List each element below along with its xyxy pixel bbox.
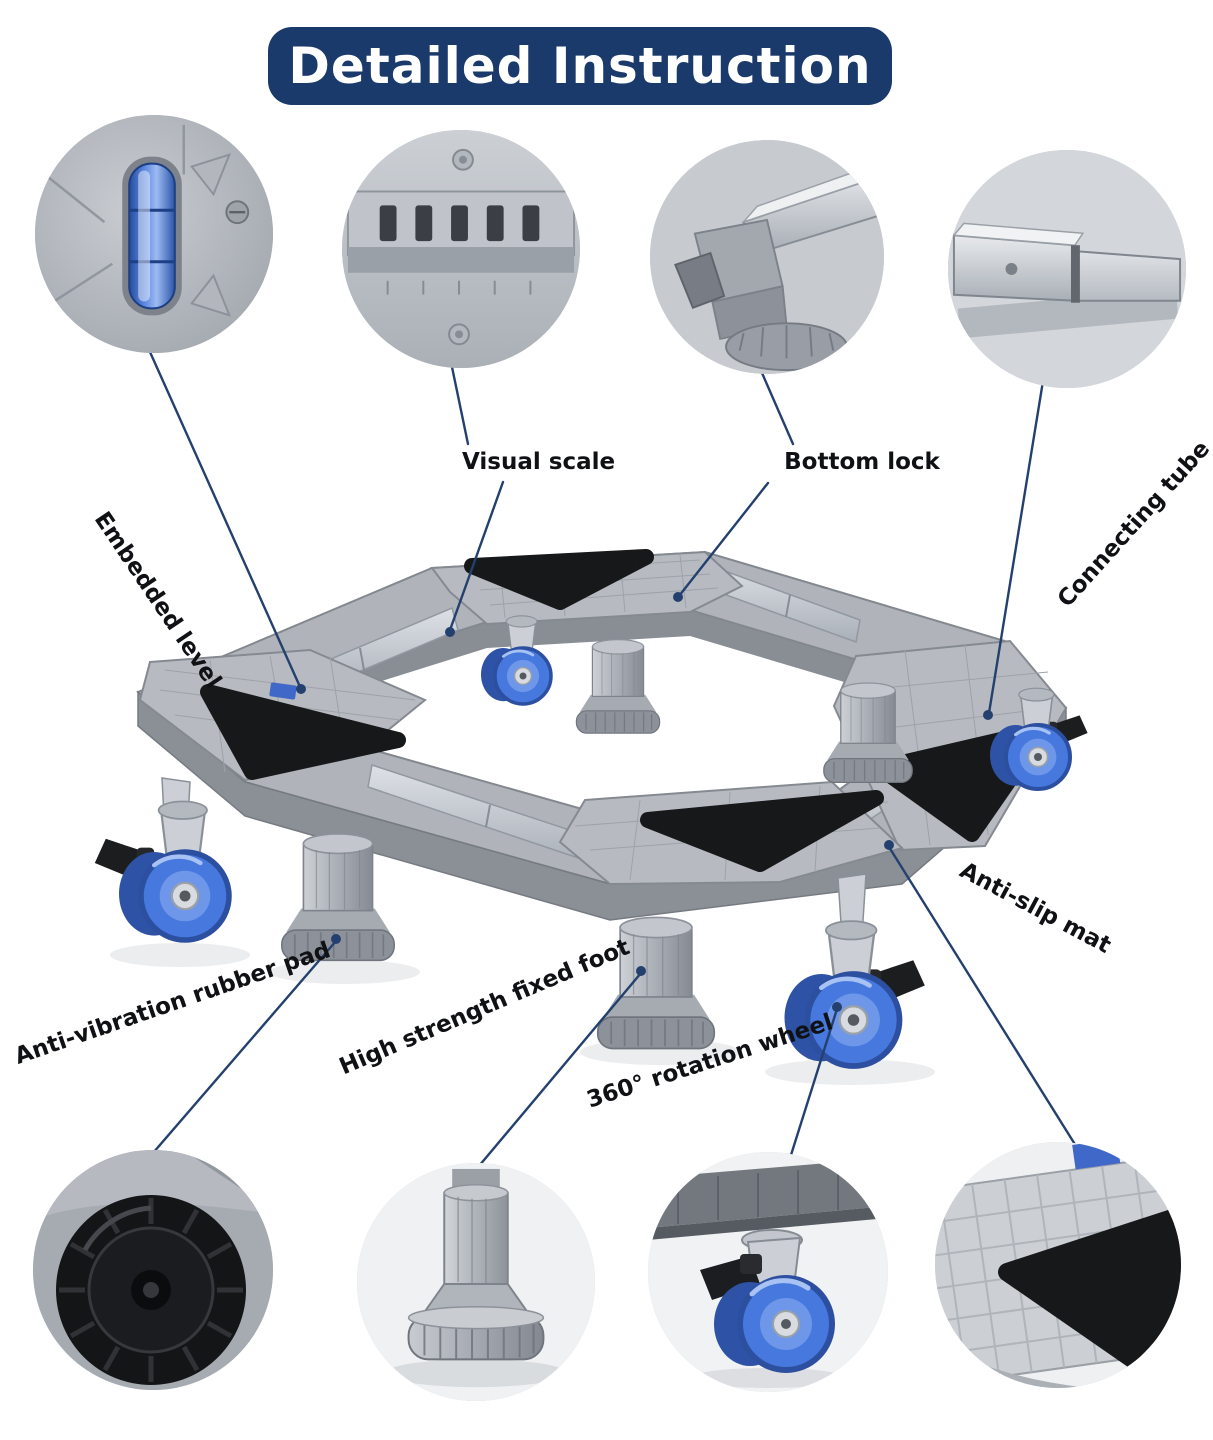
embedded-level-photo (35, 115, 273, 353)
detail-anti-vibration-pad (33, 1150, 273, 1390)
bottom-lock-photo (650, 140, 884, 374)
anti-slip-mat-part (464, 549, 654, 610)
detail-rotation-wheel (648, 1152, 888, 1392)
detail-connecting-tube (948, 150, 1186, 388)
leader-dots (296, 592, 993, 1012)
title-banner: Detailed Instruction (268, 27, 892, 105)
anti-slip-mat-part (640, 790, 884, 872)
anti-vibration-pad-photo (33, 1150, 273, 1390)
caster-wheels (94, 614, 1088, 1066)
label-bottom-lock: Bottom lock (784, 449, 940, 475)
product-illustration (94, 549, 1088, 1085)
detail-anti-slip-mat (935, 1142, 1181, 1388)
anti-slip-mat-part (200, 684, 406, 780)
leader-lines (148, 350, 1078, 1168)
detail-embedded-level (35, 115, 273, 353)
fixed-foot-photo (357, 1163, 595, 1401)
label-sticker (269, 682, 297, 700)
connecting-tube-photo (948, 150, 1186, 388)
page-title: Detailed Instruction (288, 37, 872, 95)
anti-slip-mat-photo (935, 1142, 1181, 1388)
detail-fixed-foot (357, 1163, 595, 1401)
detail-bottom-lock (650, 140, 884, 374)
visual-scale-photo (342, 130, 580, 368)
detail-visual-scale (342, 130, 580, 368)
label-visual-scale: Visual scale (462, 449, 616, 475)
rotation-wheel-photo (648, 1152, 888, 1392)
corner-plates (138, 549, 1068, 886)
